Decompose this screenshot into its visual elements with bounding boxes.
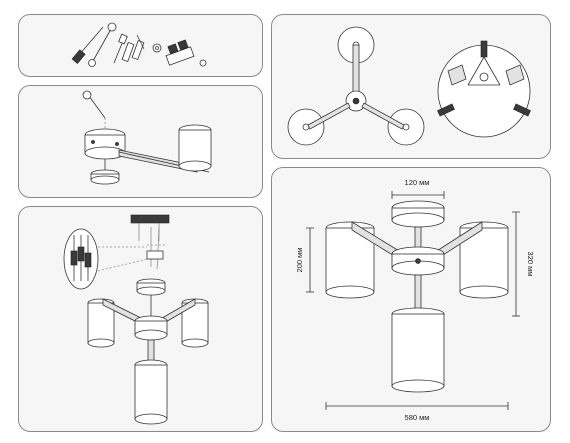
shade-right <box>459 227 509 293</box>
screw-icon <box>113 33 128 64</box>
washer-icon <box>152 43 162 53</box>
top-view-drawing <box>287 26 531 146</box>
wiring-assembly-drawing <box>63 214 209 425</box>
shade-bottom <box>391 313 445 387</box>
panel-top-view <box>271 14 551 159</box>
panel-dimensions: 120 мм 200 мм <box>271 167 551 432</box>
shade-body <box>178 129 212 167</box>
panel-mount-assembly <box>18 85 263 198</box>
dim-total-height-label: 320 мм <box>526 252 535 277</box>
shade-left <box>87 302 115 344</box>
wrench-icon <box>82 90 106 119</box>
screwdriver-icon <box>71 26 104 64</box>
hardware-kit-drawing <box>71 22 207 67</box>
terminal-block-icon <box>146 250 164 260</box>
terminal-block-icon <box>165 39 195 66</box>
nut-icon <box>199 59 207 67</box>
panel-wiring-assembly <box>18 206 263 432</box>
dimensions-drawing: 120 мм 200 мм <box>295 178 535 422</box>
connection-detail-callout <box>437 44 531 138</box>
mount-assembly-drawing <box>82 90 212 185</box>
wrench-icon <box>88 22 117 67</box>
shade-bottom <box>134 364 168 420</box>
dowel-icon <box>121 34 145 62</box>
ceiling-block <box>130 214 170 224</box>
dim-total-width-label: 580 мм <box>405 413 430 422</box>
dim-top-width-label: 120 мм <box>405 178 430 187</box>
panel-hardware-kit <box>18 14 263 77</box>
dim-shade-height-label: 200 мм <box>295 248 304 273</box>
